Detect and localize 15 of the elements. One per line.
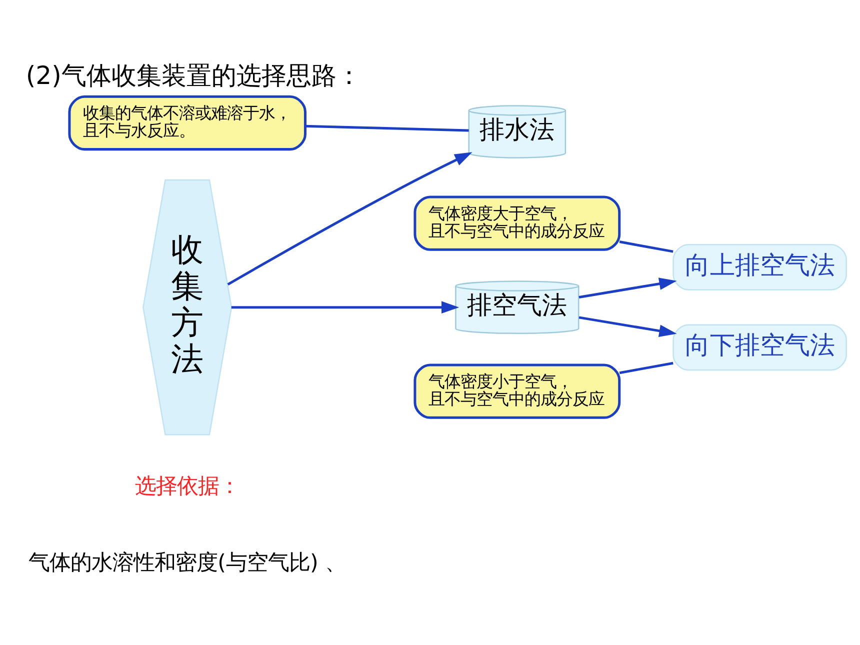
node-box: 向下排空气法 [672, 324, 847, 370]
label: 气体的水溶性和密度(与空气比) 、 [28, 550, 346, 576]
connector [305, 124, 469, 132]
diagram-title: (2)气体收集装置的选择思路： [26, 60, 362, 90]
arrow [578, 277, 677, 298]
node-box: 向上排空气法 [672, 244, 847, 290]
arrow [227, 152, 472, 285]
node-box: 气体密度小于空气，且不与空气中的成分反应 [414, 363, 621, 418]
node-box: 气体密度大于空气，且不与空气中的成分反应 [414, 195, 621, 250]
connector [619, 361, 674, 374]
arrow [578, 316, 677, 336]
label: 选择依据： [134, 474, 240, 499]
connector [619, 240, 674, 252]
arrow [231, 300, 460, 313]
node-box: 收集的气体不溶或难溶于水，且不与水反应。 [68, 94, 306, 150]
